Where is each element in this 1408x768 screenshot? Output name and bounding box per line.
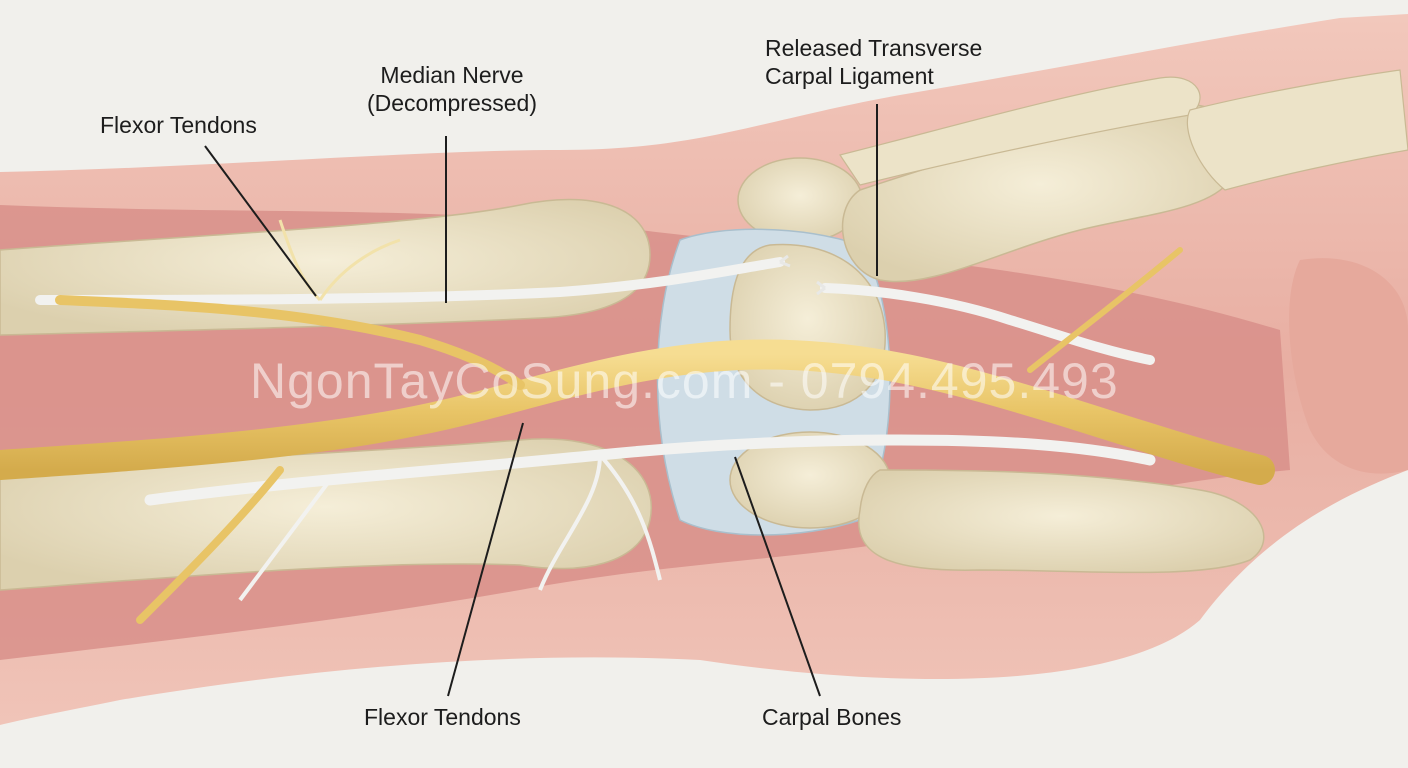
hand-skin [1289, 258, 1408, 474]
phalanx-upper [1186, 69, 1408, 191]
label-text: Carpal Bones [762, 704, 902, 730]
label-text: Flexor Tendons [364, 704, 521, 730]
nerve-branch-lower [136, 466, 284, 624]
label-carpal-bones: Carpal Bones [762, 703, 901, 731]
metacarpal-lower [858, 469, 1265, 574]
label-flexor-tendons-top: Flexor Tendons [100, 111, 257, 139]
tendon-upper-left [35, 257, 785, 305]
label-line-2: Carpal Ligament [765, 63, 934, 89]
leader-flexor-tendons-top [204, 145, 317, 297]
label-line-2: (Decompressed) [367, 90, 537, 116]
nerve-branch-upper [55, 295, 525, 390]
label-flexor-tendons-bottom: Flexor Tendons [364, 703, 521, 731]
median-nerve [0, 339, 1275, 485]
label-released-ligament: Released Transverse Carpal Ligament [765, 34, 982, 90]
leader-carpal-bones [734, 456, 821, 697]
released-ligament-right [820, 283, 1155, 365]
nerve-branch-hand [1027, 247, 1183, 373]
metacarpal-top [839, 76, 1201, 186]
tendon-lower [144, 434, 1156, 506]
label-line-1: Median Nerve [380, 62, 524, 88]
label-line-1: Released Transverse [765, 35, 983, 61]
label-median-nerve: Median Nerve (Decompressed) [352, 61, 552, 117]
label-text: Flexor Tendons [100, 112, 257, 138]
leader-flexor-tendons-bottom [447, 422, 524, 697]
watermark: NgonTayCoSung.com - 0794.495.493 [250, 353, 1119, 409]
